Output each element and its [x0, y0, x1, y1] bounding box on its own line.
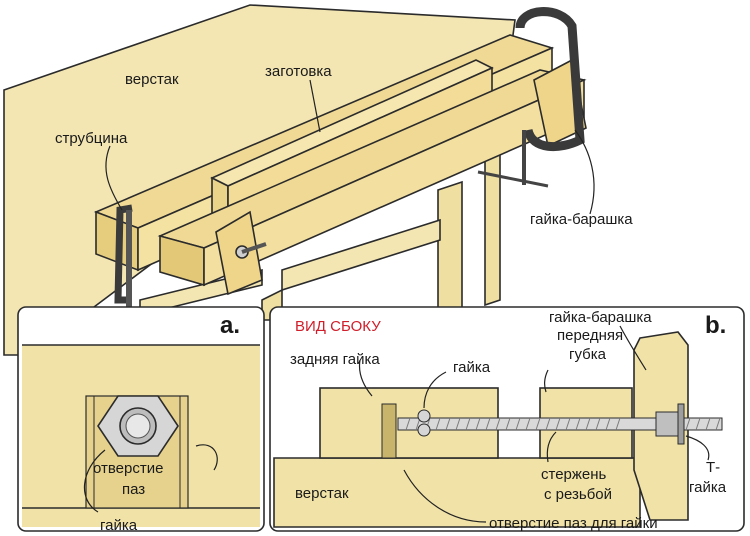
leader-rear-nut: [358, 359, 373, 397]
panel-b-letter: b.: [705, 312, 726, 339]
leader-wing-nut-b: [619, 325, 647, 371]
label-wing-nut-b: гайка-барашка: [549, 309, 652, 326]
nut-hole-inner: [125, 413, 151, 439]
leader-clamp: [105, 145, 123, 211]
leader-slot-for-nut: [403, 469, 487, 523]
label-nut-b: гайка: [453, 359, 491, 376]
leader-workpiece: [309, 79, 321, 133]
panel-b: ВИД СБОКУ b. задняя гайка гайка гайка-ба…: [269, 306, 745, 532]
leader-front-jaw: [544, 369, 549, 393]
label-front-jaw-line2: губка: [569, 346, 607, 363]
clamp-right: [515, 7, 585, 152]
label-t-nut-line2: гайка: [689, 479, 727, 496]
label-clamp: струбцина: [55, 130, 128, 147]
workbench-leg-right: [437, 180, 463, 319]
label-rod-line2: с резьбой: [544, 486, 612, 503]
wing-nut-icon: [677, 403, 685, 445]
label-slot: паз: [122, 481, 145, 498]
workbench-section: [273, 457, 641, 528]
rod-threads: [405, 417, 721, 431]
panel-a-letter: a.: [220, 312, 240, 339]
nut-b-icon: [417, 409, 431, 423]
label-workpiece: заготовка: [265, 63, 332, 80]
workbench-rail: [281, 218, 441, 292]
panel-a: a. отверстие паз гайка: [17, 306, 265, 534]
label-nut-a: гайка: [100, 517, 138, 534]
label-rear-nut: задняя гайка: [290, 351, 380, 368]
leader-t-nut: [685, 435, 710, 461]
leader-hole-slot: [195, 444, 218, 471]
label-hole-line1: отверстие: [93, 460, 163, 477]
panel-b-title: ВИД СБОКУ: [295, 318, 381, 335]
leader-nut-a: [84, 449, 106, 513]
clamp-left-bar: [126, 210, 132, 315]
label-workbench: верстак: [125, 71, 179, 88]
label-t-nut-line1: Т-: [706, 459, 720, 476]
threaded-rod-left: [241, 242, 267, 254]
leader-rod: [546, 431, 557, 463]
leader-wing-nut: [574, 129, 595, 215]
main-illustration: верстак заготовка струбцина гайка-барашк…: [3, 4, 633, 356]
label-wing-nut: гайка-барашка: [530, 211, 633, 228]
clamp-left: [114, 204, 133, 304]
label-front-jaw-line1: передняя: [557, 327, 623, 344]
label-hole-slot-for-nut: отверстие паз для гайки: [489, 515, 658, 532]
t-nut-icon: [655, 411, 679, 437]
label-workbench-b: верстак: [295, 485, 349, 502]
nut-b-icon-2: [417, 423, 431, 437]
rear-nut-slot: [381, 403, 397, 459]
clamp-handle: [477, 170, 549, 188]
leader-nut-b: [423, 371, 447, 409]
label-rod-line1: стержень: [541, 466, 607, 483]
